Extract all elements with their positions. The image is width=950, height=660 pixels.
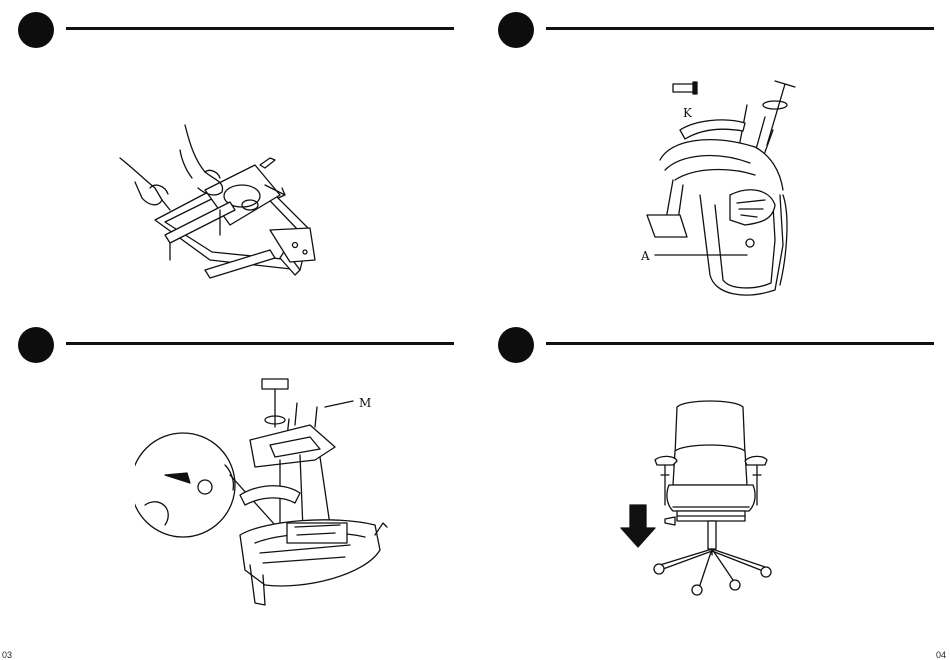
step-2-number-badge bbox=[498, 12, 534, 48]
step-4-illustration-assembled-chair bbox=[615, 395, 775, 600]
step-2-illustration-backrest: K A bbox=[635, 75, 820, 310]
step-1-divider bbox=[66, 27, 454, 30]
step-2-header bbox=[498, 12, 938, 52]
step-4-header bbox=[498, 327, 938, 367]
bolt-callout-label: K bbox=[683, 106, 693, 120]
press-down-arrow-icon bbox=[621, 505, 655, 547]
step-3-illustration-mechanism: M bbox=[135, 375, 390, 615]
screw-callout-label: M bbox=[359, 396, 371, 410]
step-1-header bbox=[18, 12, 458, 52]
step-1-illustration-seat-plate bbox=[110, 110, 330, 295]
part-a-callout-label: A bbox=[640, 249, 650, 263]
step-3-header bbox=[18, 327, 458, 367]
page-number-right: 04 bbox=[936, 650, 946, 660]
step-3-number-badge bbox=[18, 327, 54, 363]
step-1-number-badge bbox=[18, 12, 54, 48]
page-number-left: 03 bbox=[2, 650, 12, 660]
step-4-number-badge bbox=[498, 327, 534, 363]
step-3-divider bbox=[66, 342, 454, 345]
step-2-divider bbox=[546, 27, 934, 30]
step-4-divider bbox=[546, 342, 934, 345]
